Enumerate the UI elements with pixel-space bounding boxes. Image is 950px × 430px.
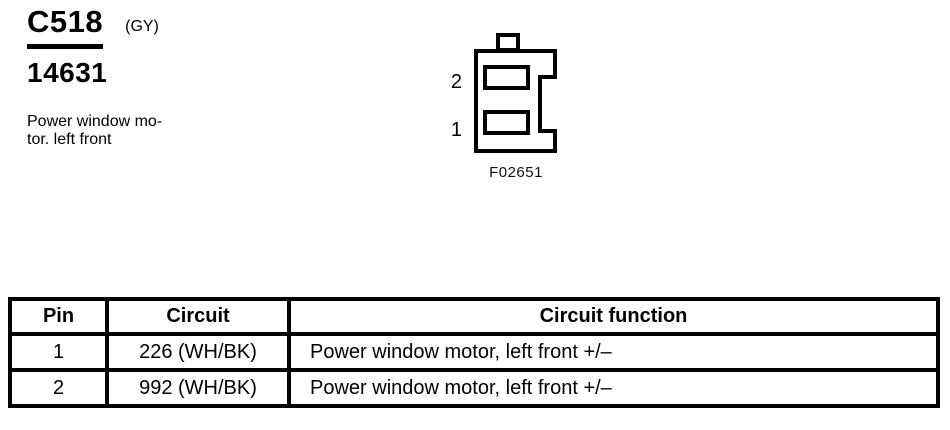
connector-id: C518: [27, 6, 104, 49]
cell-circuit-function: Power window motor, left front +/–: [287, 368, 940, 408]
cell-circuit: 992 (WH/BK): [105, 368, 291, 408]
pin-label-1: 1: [450, 119, 462, 141]
cell-circuit-function: Power window motor, left front +/–: [287, 332, 940, 372]
table-header-row: Pin Circuit Circuit function: [8, 297, 940, 336]
description-line-1: Power window mo-: [27, 113, 163, 130]
header-circuit-function: Circuit function: [287, 297, 940, 336]
pin-cavity-1: [483, 110, 530, 135]
part-number: 14631: [27, 57, 108, 88]
connector-tab: [496, 33, 520, 52]
pinout-table: Pin Circuit Circuit function 1 226 (WH/B…: [8, 297, 940, 408]
figure-caption: F02651: [489, 164, 543, 181]
pin-cavity-2: [483, 65, 530, 90]
title-block: C518 (GY) 14631 Power window mo- tor. le…: [27, 6, 162, 149]
header-circuit: Circuit: [105, 297, 291, 336]
connector-description: Power window mo- tor. left front: [27, 113, 162, 149]
connector-drawing: [474, 33, 557, 153]
table-row: 2 992 (WH/BK) Power window motor, left f…: [8, 368, 940, 408]
connector-color-code: (GY): [125, 18, 159, 35]
cell-pin: 1: [8, 332, 109, 372]
pin-label-2: 2: [450, 71, 462, 93]
table-row: 1 226 (WH/BK) Power window motor, left f…: [8, 332, 940, 372]
description-line-2: tor. left front: [27, 131, 112, 148]
title-row: C518 (GY): [27, 6, 162, 49]
cell-pin: 2: [8, 368, 109, 408]
connector-figure: 2 1 F02651: [440, 25, 580, 190]
header-pin: Pin: [8, 297, 109, 336]
cell-circuit: 226 (WH/BK): [105, 332, 291, 372]
